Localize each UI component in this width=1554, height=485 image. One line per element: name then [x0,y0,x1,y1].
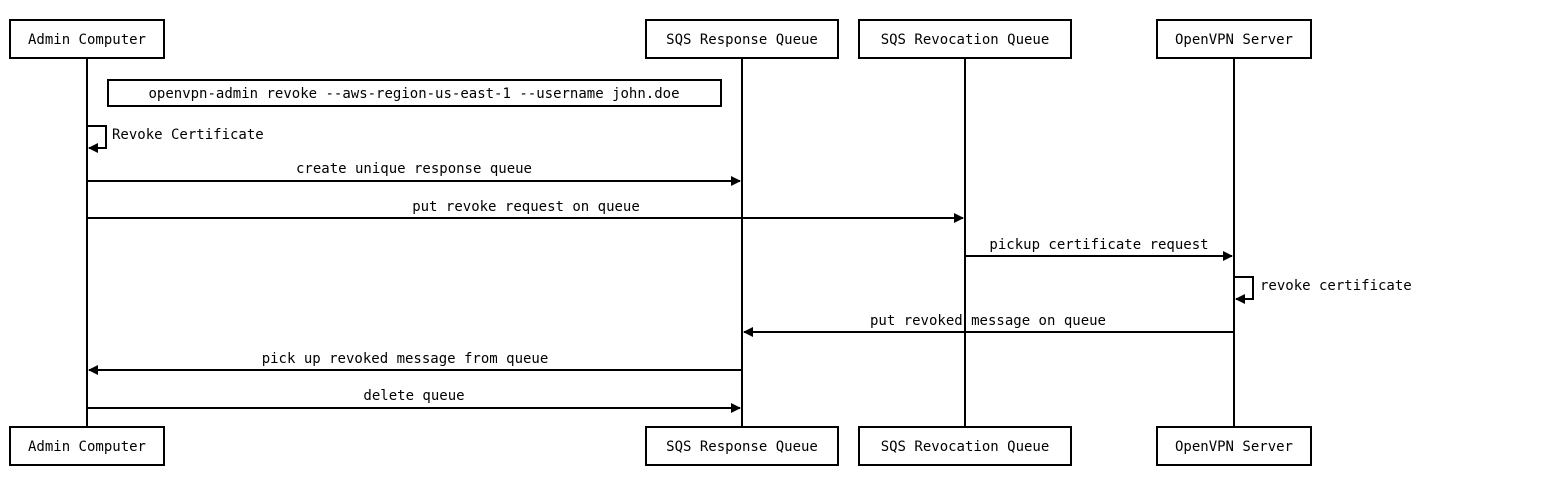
participant-label: OpenVPN Server [1175,439,1293,455]
participant-label: SQS Revocation Queue [881,32,1050,48]
participant-label: Admin Computer [28,32,146,48]
participant-top-admin-computer: Admin Computer [9,19,165,59]
participant-top-sqs-response-queue: SQS Response Queue [645,19,839,59]
message-label: create unique response queue [296,161,532,177]
message-put-revoke-request: put revoke request on queue [87,199,964,223]
message-label: delete queue [363,388,464,404]
participant-bottom-openvpn-server: OpenVPN Server [1156,426,1312,466]
message-revoke-certificate: Revoke Certificate [87,125,264,153]
message-label: pick up revoked message from queue [262,351,549,367]
message-label: Revoke Certificate [112,127,264,143]
participant-bottom-sqs-response-queue: SQS Response Queue [645,426,839,466]
participant-label: SQS Response Queue [666,439,818,455]
command-note: openvpn-admin revoke --aws-region-us-eas… [107,79,722,107]
note-text: openvpn-admin revoke --aws-region-us-eas… [148,86,679,102]
participant-label: SQS Response Queue [666,32,818,48]
participant-top-openvpn-server: OpenVPN Server [1156,19,1312,59]
participant-top-sqs-revocation-queue: SQS Revocation Queue [858,19,1072,59]
message-create-response-queue: create unique response queue [87,161,741,186]
message-label: revoke certificate [1260,278,1412,294]
participant-bottom-admin-computer: Admin Computer [9,426,165,466]
message-delete-queue: delete queue [87,388,741,413]
message-revoke-certificate-self: revoke certificate [1234,276,1412,304]
participant-label: OpenVPN Server [1175,32,1293,48]
message-label: put revoke request on queue [412,199,640,215]
participant-label: SQS Revocation Queue [881,439,1050,455]
participant-bottom-sqs-revocation-queue: SQS Revocation Queue [858,426,1072,466]
message-pickup-certificate-request: pickup certificate request [965,237,1233,261]
message-put-revoked-message: put revoked message on queue [743,313,1234,337]
message-pick-up-revoked-message: pick up revoked message from queue [88,351,742,375]
message-label: pickup certificate request [989,237,1208,253]
participant-label: Admin Computer [28,439,146,455]
message-label: put revoked message on queue [870,313,1106,329]
